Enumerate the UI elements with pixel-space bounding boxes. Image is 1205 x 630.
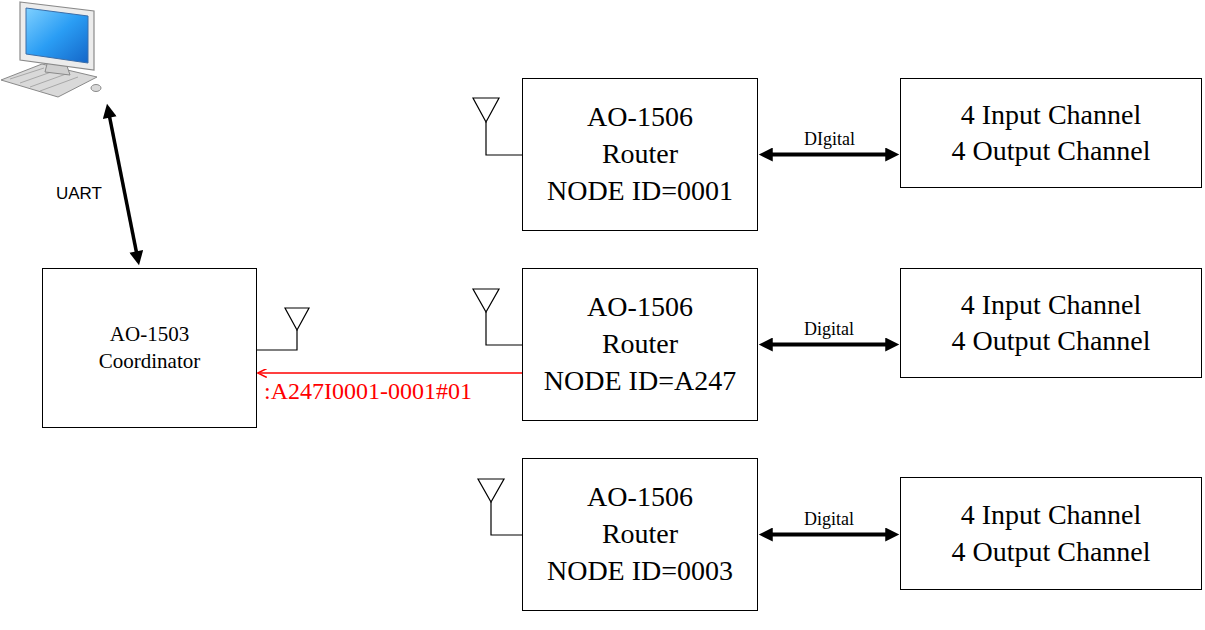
link-arrow — [764, 343, 894, 347]
node-text: AO-1506 — [587, 289, 693, 326]
monitor-bezel — [20, 2, 94, 70]
io-box: 4 Input Channel4 Output Channel — [900, 477, 1202, 590]
antenna-feed — [257, 330, 297, 350]
node-text: 4 Input Channel — [961, 287, 1141, 323]
node-text: AO-1503 — [110, 321, 189, 348]
router-box: AO-1506RouterNODE ID=0001 — [522, 78, 758, 231]
monitor-screen — [26, 8, 88, 63]
antenna-feed — [491, 502, 522, 535]
antenna-symbol — [478, 479, 504, 502]
link-arrow — [260, 372, 522, 374]
node-text: Router — [602, 136, 678, 173]
node-text: AO-1506 — [587, 479, 693, 516]
antenna-feed — [486, 122, 522, 155]
router-box: AO-1506RouterNODE ID=A247 — [522, 268, 758, 421]
node-text: Coordinator — [99, 348, 200, 375]
antenna-symbol — [473, 98, 499, 122]
router-box: AO-1506RouterNODE ID=0003 — [522, 458, 758, 611]
node-text: 4 Output Channel — [951, 323, 1150, 359]
node-text: AO-1506 — [587, 99, 693, 136]
node-text: 4 Input Channel — [961, 97, 1141, 133]
link-arrow — [764, 533, 894, 537]
link-label: :A247I0001-0001#01 — [262, 378, 474, 406]
link-label: DIgital — [802, 129, 857, 150]
interface-label: UART — [54, 184, 104, 204]
node-text: Router — [602, 326, 678, 363]
link-label: Digital — [802, 319, 856, 340]
antennas — [257, 98, 522, 535]
node-text: 4 Output Channel — [951, 534, 1150, 570]
io-box: 4 Input Channel4 Output Channel — [900, 268, 1202, 378]
computer-icon — [1, 2, 101, 97]
node-text: NODE ID=0001 — [547, 173, 733, 210]
node-text: NODE ID=0003 — [547, 553, 733, 590]
antenna-feed — [486, 312, 522, 345]
mouse — [91, 85, 101, 92]
link-arrow — [764, 153, 894, 157]
node-text: Router — [602, 516, 678, 553]
io-box: 4 Input Channel4 Output Channel — [900, 78, 1202, 188]
link-label: Digital — [802, 509, 856, 530]
coordinator-box: AO-1503Coordinator — [42, 268, 257, 428]
node-text: NODE ID=A247 — [544, 363, 736, 400]
node-text: 4 Input Channel — [961, 497, 1141, 533]
node-text: 4 Output Channel — [951, 133, 1150, 169]
antenna-symbol — [285, 308, 309, 330]
antenna-symbol — [473, 289, 499, 312]
uart-arrow — [108, 109, 138, 260]
